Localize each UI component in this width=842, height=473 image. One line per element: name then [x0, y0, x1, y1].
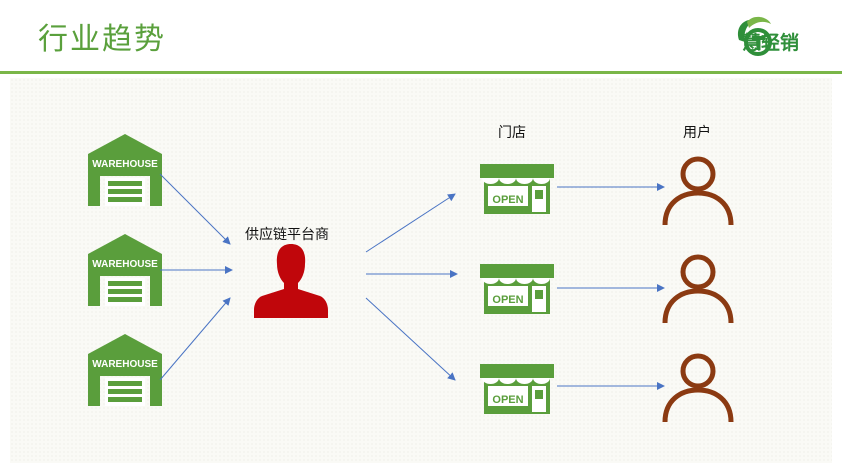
- brand-name: 慧轻销: [742, 32, 800, 54]
- store-3: OPEN: [480, 364, 554, 414]
- warehouse-sign: WAREHOUSE: [92, 159, 158, 170]
- user-icon: [665, 257, 731, 323]
- user-icon: [665, 159, 731, 225]
- store-1: OPEN: [480, 164, 554, 214]
- arrow-platform-to-store1: [365, 193, 456, 253]
- arrow-platform-to-store3: [365, 297, 456, 381]
- page-title: 行业趋势: [38, 22, 166, 57]
- warehouse-sign: WAREHOUSE: [92, 259, 158, 270]
- store-sign: OPEN: [492, 294, 523, 306]
- warehouse-2: WAREHOUSE: [88, 234, 162, 306]
- store-sign: OPEN: [492, 394, 523, 406]
- arrow-warehouse3-to-platform: [159, 297, 231, 381]
- store-sign: OPEN: [492, 194, 523, 206]
- stores-column-label: 门店: [498, 125, 526, 141]
- platform-person-icon: [254, 244, 328, 318]
- users-column-label: 用户: [683, 125, 711, 141]
- leaf-logo-icon: [737, 16, 772, 56]
- slide-header: 行业趋势 慧轻销: [0, 0, 842, 72]
- warehouse-1: WAREHOUSE: [88, 134, 162, 206]
- user-icon: [665, 356, 731, 422]
- arrow-warehouse1-to-platform: [159, 173, 231, 245]
- header-divider: [0, 71, 842, 74]
- warehouse-sign: WAREHOUSE: [92, 359, 158, 370]
- warehouse-3: WAREHOUSE: [88, 334, 162, 406]
- store-2: OPEN: [480, 264, 554, 314]
- platform-label: 供应链平台商: [245, 227, 329, 243]
